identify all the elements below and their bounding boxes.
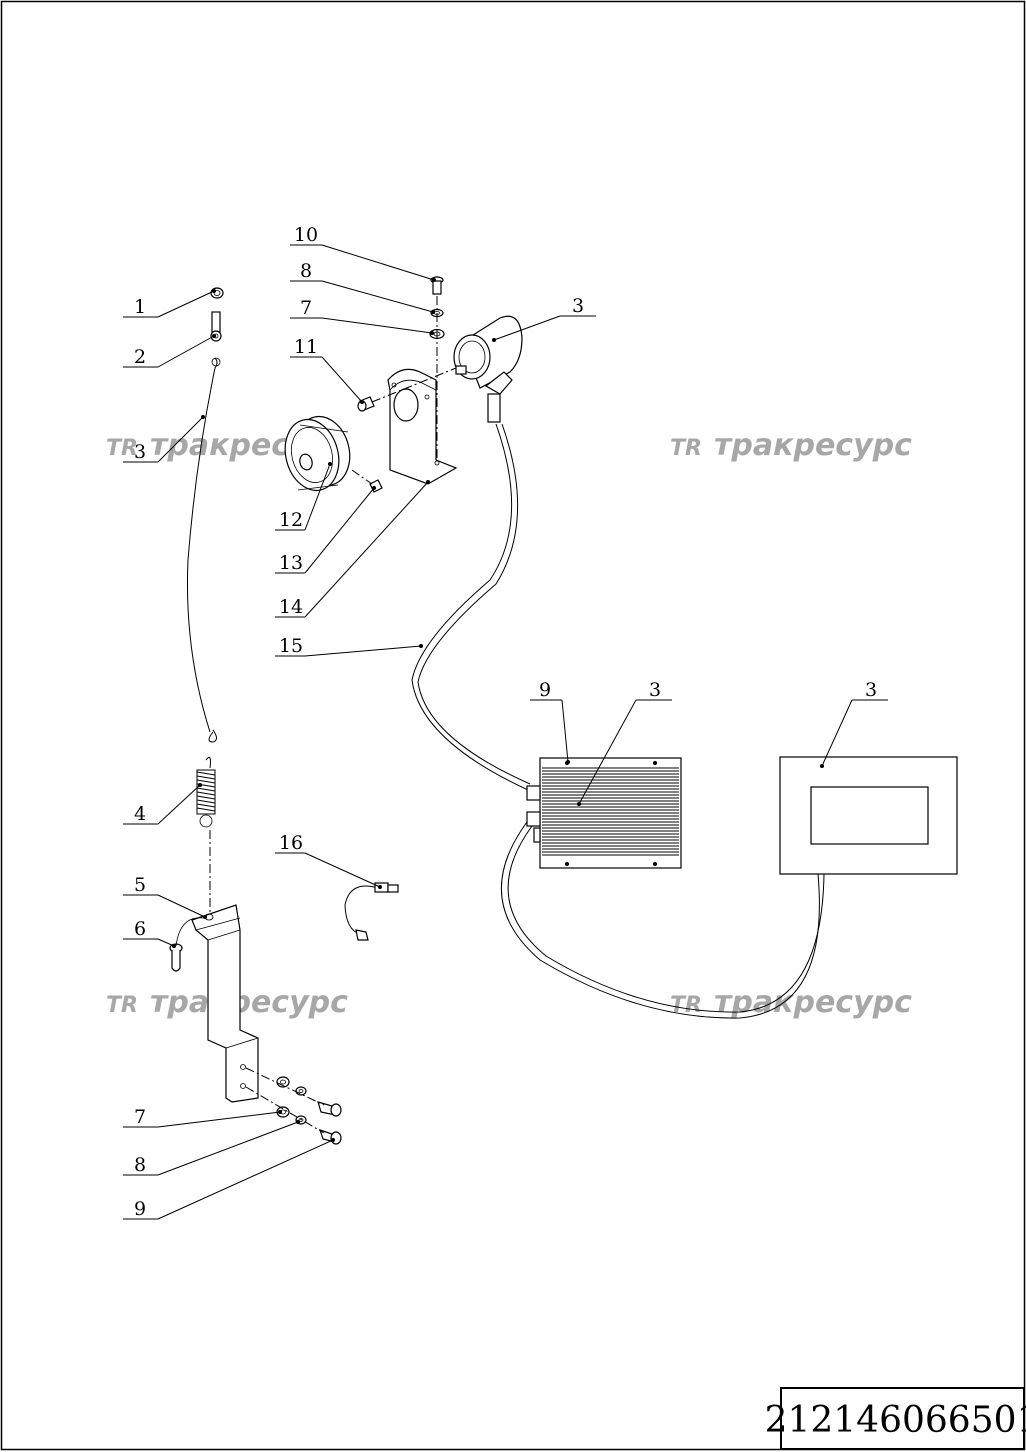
watermark-bottom-left: TR тракресурс [106,985,348,1020]
part-encoder [453,315,523,423]
watermark-logo: TR [670,436,702,461]
callout-3-rod: 3 [134,441,146,463]
axis-bolt-upper [245,1067,325,1106]
watermark-text: тракресурс [714,985,912,1020]
part-pin [169,943,183,972]
watermark-logo: TR [106,436,138,461]
heatsink-fins [542,767,679,856]
callout-15: 15 [279,635,303,657]
axis-encoder-shaft [371,367,457,403]
cable-encoder-outer [417,423,531,785]
callout-9-controller: 9 [539,679,551,701]
cable-display [500,821,820,1019]
leader-lines [123,244,888,1220]
callout-7-lower: 7 [134,1106,146,1128]
callout-labels: 1 2 3 4 5 6 7 8 9 10 8 7 11 3 12 13 14 1… [134,224,877,1220]
callout-7-top: 7 [300,297,312,319]
callout-3-display: 3 [865,679,877,701]
part-pulley [284,415,351,492]
part-encoder-bracket [387,368,458,485]
callout-8-lower: 8 [134,1154,146,1176]
callout-11: 11 [294,336,318,358]
pin-wire [175,917,205,947]
callout-4: 4 [134,803,146,825]
watermark-logo: TR [670,993,702,1018]
callout-16: 16 [279,832,303,854]
watermark-text: тракресурс [714,428,912,463]
callout-3-controller: 3 [649,679,661,701]
part-cable-rod [186,357,221,743]
callout-2: 2 [134,346,146,368]
callout-3-encoder: 3 [572,295,584,317]
callout-5: 5 [134,874,146,896]
watermark-logo: TR [106,993,138,1018]
part-bracket [191,904,259,1103]
callout-13: 13 [279,552,303,574]
title-block [780,1387,1025,1450]
cable-display-outer [507,825,825,1013]
part-controller-box [526,757,682,869]
callout-1: 1 [134,296,146,318]
watermark-top-right: TR тракресурс [670,428,912,463]
watermark-bottom-right: TR тракресурс [670,985,912,1020]
part-screw [357,396,375,412]
callout-9-lower: 9 [134,1198,146,1220]
cable-encoder [411,423,529,791]
axis-set-screw [351,469,373,485]
drawing-number: 212146066501 [765,1400,1026,1441]
callout-14: 14 [279,596,303,618]
callout-12: 12 [279,509,303,531]
axis-bolt-lower [245,1086,325,1134]
callout-8-top: 8 [300,260,312,282]
callout-10: 10 [294,224,318,246]
part-display [779,756,958,875]
part-bolt-lower [317,1101,342,1145]
watermark-text: тракресурс [150,985,348,1020]
part-sensor-harness [344,882,399,941]
leader-dots [172,278,824,1142]
part-spring [196,756,216,828]
callout-6: 6 [134,918,146,940]
